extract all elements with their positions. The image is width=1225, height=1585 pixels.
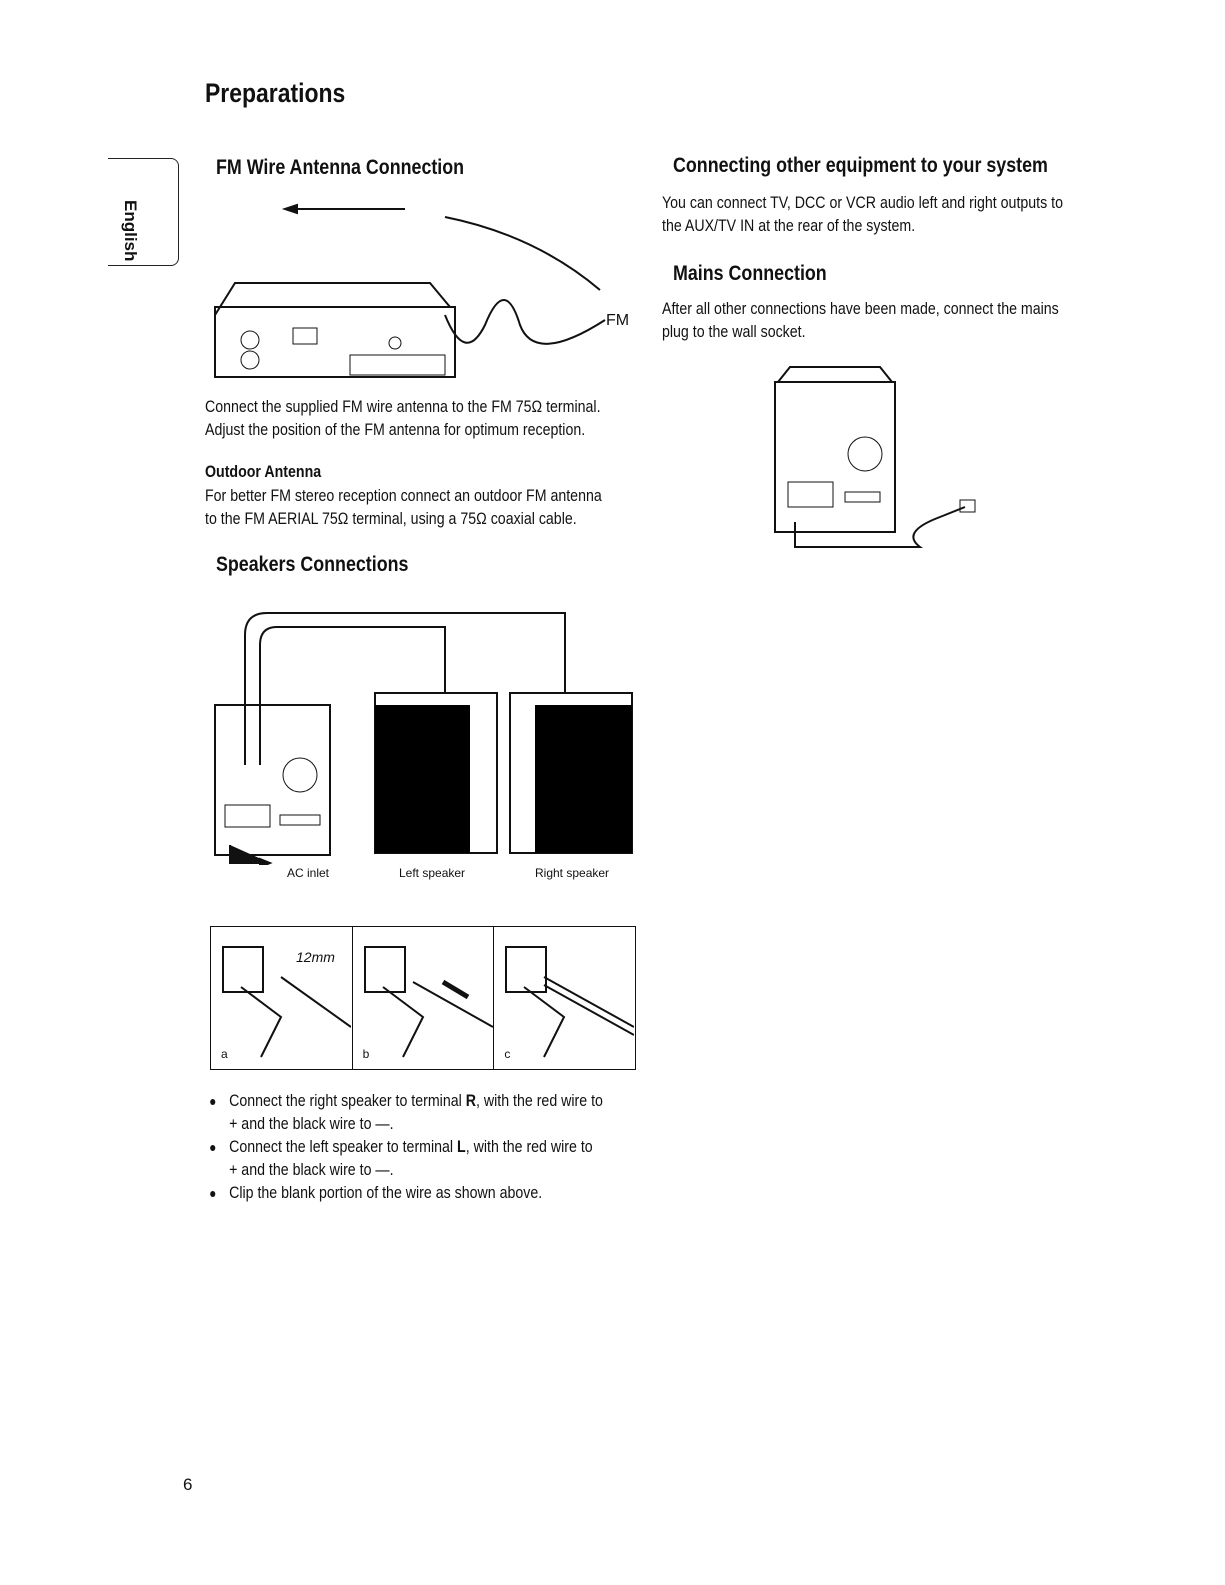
outdoor-text-1: For better FM stereo reception connect a… <box>205 487 602 505</box>
instruction-2: Connect the left speaker to terminal L, … <box>205 1136 603 1182</box>
wire-steps-panel: 12mm a b c <box>210 926 636 1070</box>
other-text-1: You can connect TV, DCC or VCR audio lef… <box>662 194 1063 212</box>
mains-heading: Mains Connection <box>673 262 827 285</box>
fm-heading: FM Wire Antenna Connection <box>216 156 465 179</box>
instruction-3: Clip the blank portion of the wire as sh… <box>205 1182 603 1205</box>
left-speaker-label: Left speaker <box>399 866 466 880</box>
speaker-connection-illustration <box>214 612 633 865</box>
language-tab <box>108 158 179 266</box>
mains-text-1: After all other connections have been ma… <box>662 300 1059 318</box>
step-b: b <box>353 927 495 1069</box>
fm-antenna-illustration <box>214 203 606 378</box>
instruction-1: Connect the right speaker to terminal R,… <box>205 1090 603 1136</box>
step-label: b <box>362 1047 370 1061</box>
fm-label: FM <box>606 312 630 329</box>
step-a: 12mm a <box>211 927 353 1069</box>
other-text-2: the AUX/TV IN at the rear of the system. <box>662 217 916 235</box>
language-tab-label: English <box>121 200 140 262</box>
outdoor-text-2: to the FM AERIAL 75Ω terminal, using a 7… <box>205 510 577 528</box>
step-label: c <box>504 1047 511 1061</box>
ac-inlet-label: AC inlet <box>287 866 330 880</box>
page-title: Preparations <box>205 78 346 108</box>
speakers-heading: Speakers Connections <box>216 553 409 576</box>
strip-length: 12mm <box>296 949 335 965</box>
other-equipment-heading: Connecting other equipment to your syste… <box>673 154 1048 177</box>
fm-text-1: Connect the supplied FM wire antenna to … <box>205 398 601 416</box>
mains-text-2: plug to the wall socket. <box>662 323 806 341</box>
step-c: c <box>494 927 635 1069</box>
outdoor-heading: Outdoor Antenna <box>205 463 322 481</box>
page-number: 6 <box>183 1475 193 1494</box>
fm-text-2: Adjust the position of the FM antenna fo… <box>205 421 586 439</box>
mains-illustration <box>774 366 976 548</box>
right-speaker-label: Right speaker <box>535 866 610 880</box>
step-label: a <box>221 1047 228 1061</box>
speaker-instructions: Connect the right speaker to terminal R,… <box>205 1090 603 1205</box>
